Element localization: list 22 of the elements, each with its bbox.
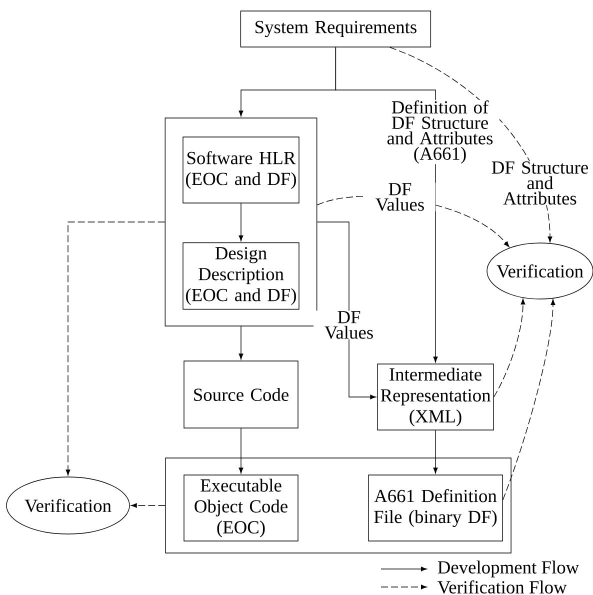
group-box [164, 118, 318, 326]
arrow [238, 428, 244, 474]
process-box: A661 Definition File (binary DF) [368, 474, 503, 542]
legend-text: Development Flow [438, 560, 580, 578]
arrow [238, 326, 244, 360]
arrow [238, 203, 244, 242]
process-box: Executable Object Code (EOC) [184, 474, 298, 542]
process-box: Intermediate Representation (XML) [377, 364, 494, 430]
arrow [433, 430, 438, 474]
group-box [165, 458, 512, 554]
edge-label: DF Values [314, 310, 384, 340]
process-box: Design Description (EOC and DF) [182, 242, 300, 310]
legend-text: Verification Flow [438, 580, 567, 594]
arrow [131, 503, 166, 508]
arrow [502, 299, 556, 500]
process-box: Software HLR (EOC and DF) [182, 136, 300, 204]
arrow [316, 222, 376, 400]
process-box: System Requirements [240, 10, 432, 48]
arrow [66, 222, 166, 476]
edge-label: DF Values [364, 182, 436, 212]
process-box: Source Code [184, 360, 298, 428]
arrow [494, 298, 526, 398]
